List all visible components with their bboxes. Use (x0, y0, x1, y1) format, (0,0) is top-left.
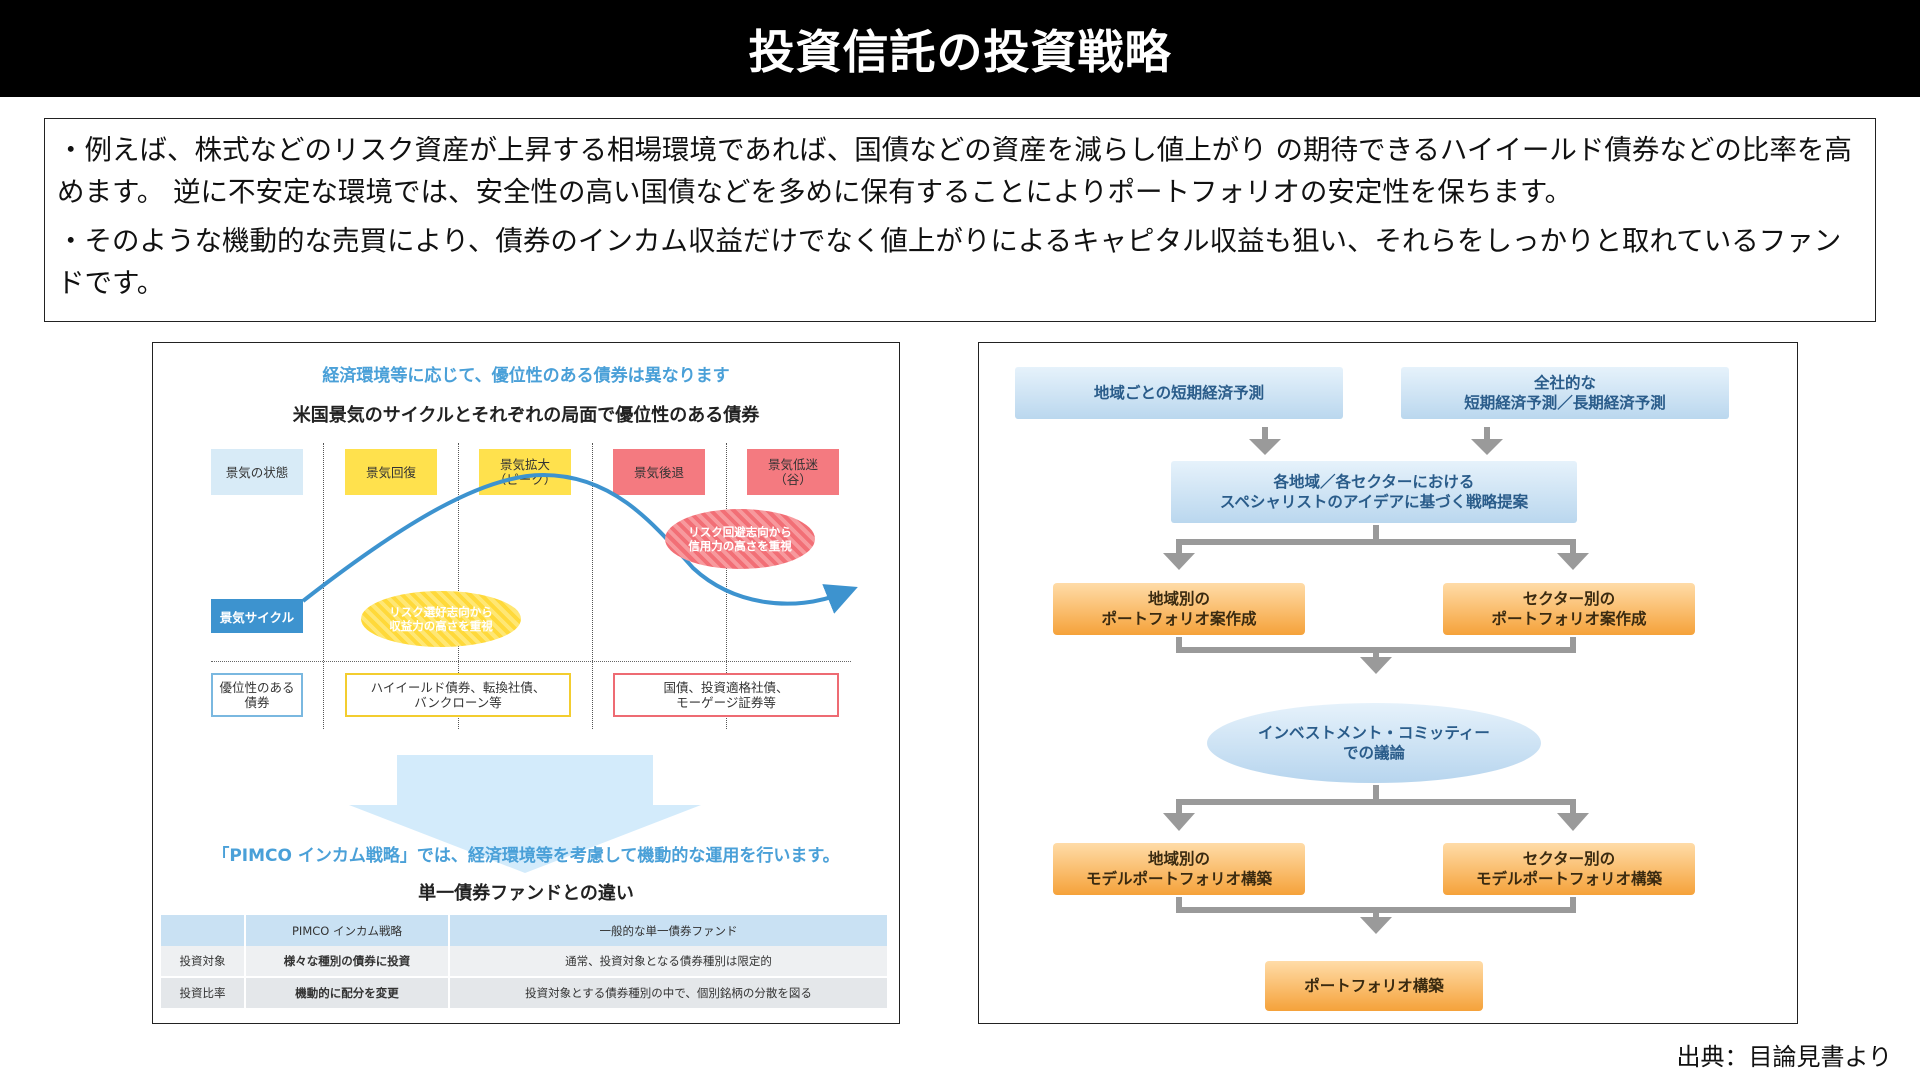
table-cell: 投資比率 (161, 976, 246, 1008)
description-paragraph-1: ・例えば、株式などのリスク資産が上昇する相場環境であれば、国債などの資産を減らし… (57, 134, 1852, 208)
high-yield-line1: ハイイールド債券、転換社債、 (370, 680, 546, 695)
gov-bonds-line1: 国債、投資適格社債、 (663, 680, 789, 695)
table-header-cell: PIMCO インカム戦略 (245, 915, 450, 946)
divider-line (592, 443, 593, 729)
table-header-row: PIMCO インカム戦略 一般的な単一債券ファンド (161, 915, 889, 946)
bond-label-line2: 債券 (244, 695, 270, 710)
regional-forecast-box: 地域ごとの短期経済予測 (1015, 367, 1343, 419)
divider-line (726, 443, 727, 729)
table-cell: 投資対象とする債券種別の中で、個別銘柄の分散を図る (449, 976, 889, 1008)
sector-portfolio-box: セクター別のポートフォリオ案作成 (1443, 583, 1695, 635)
cycle-panel-subheading: 米国景気のサイクルとそれぞれの局面で優位性のある債券 (292, 405, 760, 426)
state-trough: 景気低迷（谷） (747, 449, 839, 495)
cycle-curve-graphic (301, 472, 858, 873)
table-row: 投資比率 機動的に配分を変更 投資対象とする債券種別の中で、個別銘柄の分散を図る (161, 976, 889, 1008)
regional-model-line2: モデルポートフォリオ構築 (1085, 870, 1272, 888)
regional-portfolio-line2: ポートフォリオ案作成 (1101, 610, 1257, 628)
regional-model-box: 地域別のモデルポートフォリオ構築 (1053, 843, 1305, 895)
regional-model-line1: 地域別の (1147, 850, 1210, 868)
state-recession: 景気後退 (613, 449, 705, 495)
pimco-strategy-note: 「PIMCO インカム戦略」では、経済環境等を考慮して機動的な運用を行います。 (212, 846, 840, 866)
table-cell: 投資対象 (161, 946, 246, 977)
global-forecast-line2: 短期経済予測／長期経済予測 (1464, 394, 1666, 412)
regional-portfolio-box: 地域別のポートフォリオ案作成 (1053, 583, 1305, 635)
high-yield-line2: バンクローン等 (414, 695, 502, 710)
regional-portfolio-line1: 地域別の (1147, 590, 1210, 608)
state-trough-line2: （谷） (774, 472, 812, 487)
description-box: ・例えば、株式などのリスク資産が上昇する相場環境であれば、国債などの資産を減らし… (44, 118, 1876, 322)
page-title: 投資信託の投資戦略 (748, 24, 1172, 79)
source-note: 出典：目論見書より (1676, 1043, 1892, 1071)
state-row-label: 景気の状態 (211, 449, 303, 495)
committee-line1: インベストメント・コミッティー (1258, 724, 1490, 742)
risk-off-line2: 信用力の高さを重視 (688, 539, 792, 553)
table-cell: 様々な種別の債券に投資 (245, 946, 450, 977)
investment-committee-ellipse: インベストメント・コミッティーでの議論 (1207, 703, 1541, 783)
comparison-heading: 単一債券ファンドとの違い (418, 883, 634, 904)
portfolio-build-box: ポートフォリオ構築 (1265, 961, 1483, 1011)
state-recovery: 景気回復 (345, 449, 437, 495)
risk-on-line1: リスク選好志向から (389, 605, 493, 619)
divider-line (458, 443, 459, 729)
state-trough-line1: 景気低迷 (767, 457, 818, 472)
specialist-line1: 各地域／各セクターにおける (1273, 473, 1475, 491)
government-bonds: 国債、投資適格社債、モーゲージ証券等 (613, 673, 839, 717)
committee-line2: での議論 (1342, 744, 1405, 762)
state-expansion-line1: 景気拡大 (499, 457, 550, 472)
global-forecast-box: 全社的な短期経済予測／長期経済予測 (1401, 367, 1729, 419)
divider-line (211, 661, 851, 662)
description-paragraph-2: ・そのような機動的な売買により、債券のインカム収益だけでなく値上がりによるキャピ… (57, 225, 1842, 299)
business-cycle-panel: 経済環境等に応じて、優位性のある債券は異なります 米国景気のサイクルとそれぞれの… (152, 342, 900, 1024)
sector-portfolio-line1: セクター別の (1522, 590, 1616, 608)
risk-off-bubble: リスク回避志向から信用力の高さを重視 (665, 509, 815, 569)
table-header-cell: 一般的な単一債券ファンド (449, 915, 889, 946)
sector-model-line2: モデルポートフォリオ構築 (1475, 870, 1662, 888)
risk-off-line1: リスク回避志向から (688, 525, 792, 539)
table-cell: 通常、投資対象となる債券種別は限定的 (449, 946, 889, 977)
comparison-table: PIMCO インカム戦略 一般的な単一債券ファンド 投資対象 様々な種別の債券に… (161, 915, 889, 1008)
sector-model-box: セクター別のモデルポートフォリオ構築 (1443, 843, 1695, 895)
bond-label-line1: 優位性のある (219, 680, 295, 695)
process-connectors (1163, 427, 1589, 934)
title-bar: 投資信託の投資戦略 (0, 0, 1920, 97)
investment-process-panel: 地域ごとの短期経済予測 全社的な短期経済予測／長期経済予測 各地域／各セクターに… (978, 342, 1798, 1024)
specialist-proposal-box: 各地域／各セクターにおけるスペシャリストのアイデアに基づく戦略提案 (1171, 461, 1577, 523)
risk-on-line2: 収益力の高さを重視 (389, 619, 493, 633)
gov-bonds-line2: モーゲージ証券等 (676, 695, 776, 710)
state-expansion: 景気拡大（ピーク） (479, 449, 571, 495)
table-row: 投資対象 様々な種別の債券に投資 通常、投資対象となる債券種別は限定的 (161, 946, 889, 977)
table-cell: 機動的に配分を変更 (245, 976, 450, 1008)
advantage-bond-label: 優位性のある債券 (211, 673, 303, 717)
specialist-line2: スペシャリストのアイデアに基づく戦略提案 (1219, 493, 1529, 511)
sector-model-line1: セクター別の (1522, 850, 1616, 868)
sector-portfolio-line2: ポートフォリオ案作成 (1491, 610, 1647, 628)
cycle-label: 景気サイクル (211, 599, 303, 633)
risk-on-bubble: リスク選好志向から収益力の高さを重視 (361, 591, 521, 647)
table-header-cell (161, 915, 246, 946)
high-yield-bonds: ハイイールド債券、転換社債、バンクローン等 (345, 673, 571, 717)
cycle-panel-heading: 経済環境等に応じて、優位性のある債券は異なります (322, 366, 730, 386)
global-forecast-line1: 全社的な (1533, 374, 1596, 392)
